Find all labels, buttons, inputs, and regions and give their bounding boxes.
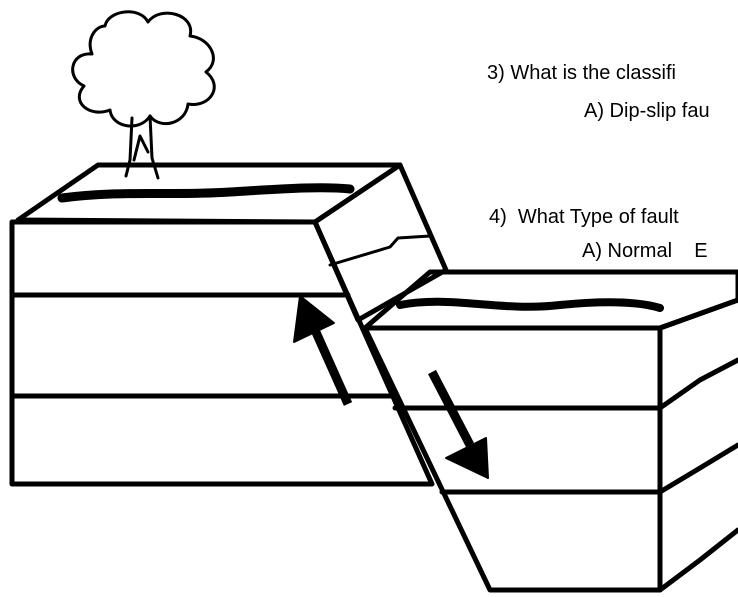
tree-trunk xyxy=(126,116,158,178)
question-3: 3) What is the classifi xyxy=(487,63,676,83)
up-arrow-icon xyxy=(294,296,348,404)
right-side-bottom xyxy=(660,530,738,590)
fault-face-crack xyxy=(330,236,430,265)
right-side-layer-1 xyxy=(660,360,738,408)
tree-icon xyxy=(73,12,215,178)
right-block-side-edge xyxy=(660,300,738,328)
left-ground-strip xyxy=(62,188,350,198)
tree-canopy xyxy=(73,12,215,126)
right-block xyxy=(365,272,738,590)
question-4-choices: A) Normal E xyxy=(582,241,708,261)
question-4: 4) What Type of fault xyxy=(489,207,679,227)
question-3-choices: A) Dip-slip fau xyxy=(584,101,710,121)
left-block-front xyxy=(12,222,432,484)
down-arrow-icon xyxy=(432,372,488,478)
left-block xyxy=(12,165,446,484)
right-side-layer-2 xyxy=(660,445,738,492)
right-ground-strip xyxy=(400,302,660,308)
right-block-front xyxy=(365,328,660,590)
